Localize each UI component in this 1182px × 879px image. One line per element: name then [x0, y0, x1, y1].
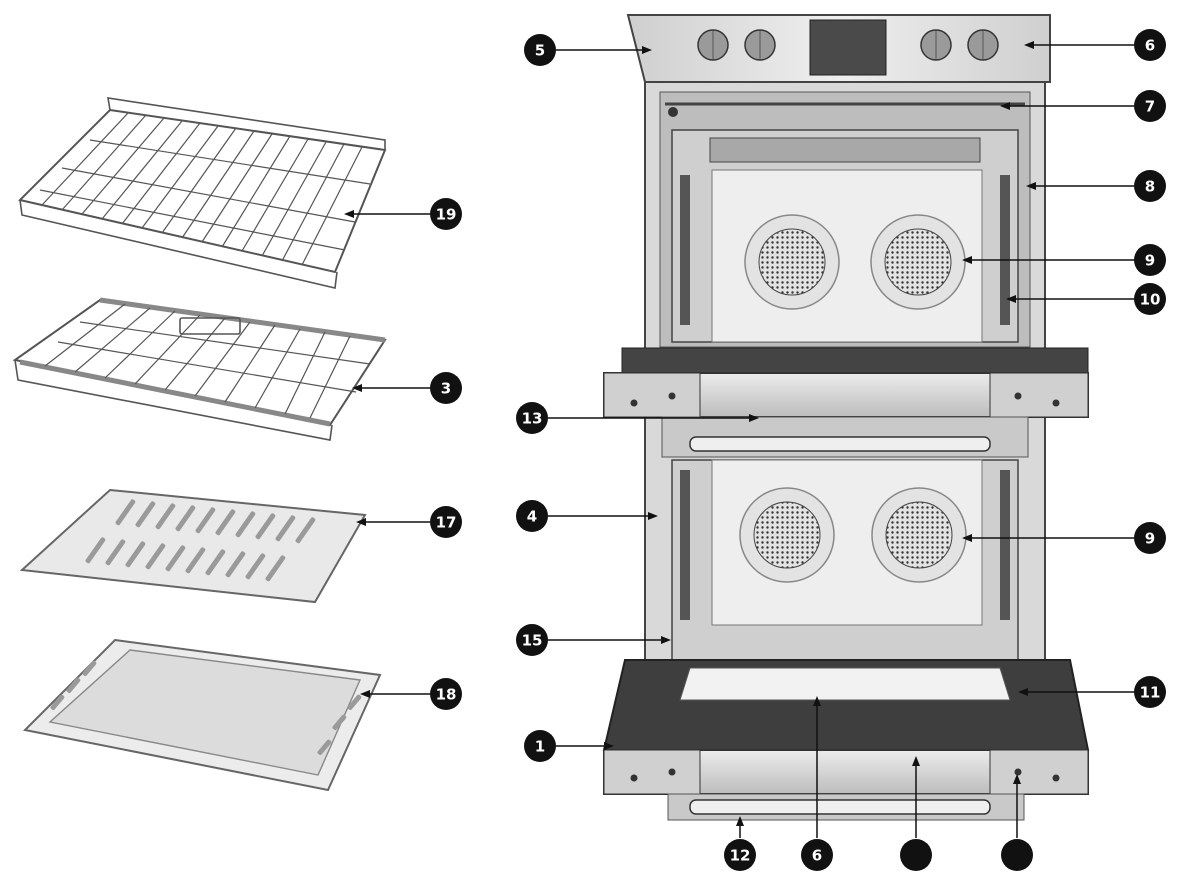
- svg-text:13: 13: [522, 410, 543, 428]
- broil-pan-illustration: [22, 638, 382, 792]
- lower-convection-fan: [739, 487, 967, 583]
- svg-text:9: 9: [1145, 252, 1155, 270]
- callout-badge-7: 7: [1134, 90, 1166, 122]
- callout-arrow-19: [344, 210, 354, 218]
- svg-text:7: 7: [1145, 98, 1155, 116]
- telescopic-rack-illustration: [12, 297, 387, 441]
- svg-text:18: 18: [436, 686, 457, 704]
- lower-door-glass: [679, 667, 1011, 701]
- upper-convection-fan: [744, 214, 966, 310]
- callout-badge-blank-2: [1001, 839, 1033, 871]
- upper-door-handle: [689, 436, 991, 452]
- callout-badge-3: 3: [430, 372, 462, 404]
- callout-badge-13: 13: [516, 402, 548, 434]
- callout-badge-6: 6: [1134, 29, 1166, 61]
- svg-text:10: 10: [1140, 291, 1161, 309]
- svg-text:19: 19: [436, 206, 457, 224]
- callout-badge-9-lower: 9: [1134, 522, 1166, 554]
- callout-badges: 5 6 7 8 9 10 13 4 9 15 11 1 12 6 19 3 17…: [430, 29, 1166, 871]
- callout-arrow-17: [356, 518, 366, 526]
- double-wall-oven-illustration: [602, 14, 1090, 821]
- svg-text:8: 8: [1145, 178, 1155, 196]
- svg-text:9: 9: [1145, 530, 1155, 548]
- callout-badge-17: 17: [430, 506, 462, 538]
- svg-text:1: 1: [535, 738, 545, 756]
- oven-callout-leaders: [548, 44, 1134, 838]
- svg-text:5: 5: [535, 42, 545, 60]
- callout-badge-1: 1: [524, 730, 556, 762]
- callout-badge-4: 4: [516, 500, 548, 532]
- svg-text:3: 3: [441, 380, 451, 398]
- callout-badge-9-upper: 9: [1134, 244, 1166, 276]
- svg-text:4: 4: [527, 508, 537, 526]
- broil-pan-insert-illustration: [19, 488, 367, 604]
- callout-badge-15: 15: [516, 624, 548, 656]
- callout-arrow-18: [360, 690, 370, 698]
- callout-badge-6-bottom: 6: [801, 839, 833, 871]
- callout-badge-10: 10: [1134, 283, 1166, 315]
- oven-callout-arrows: [604, 41, 1036, 826]
- callout-badge-8: 8: [1134, 170, 1166, 202]
- svg-text:6: 6: [812, 847, 822, 865]
- svg-text:6: 6: [1145, 37, 1155, 55]
- svg-text:11: 11: [1140, 684, 1161, 702]
- callout-arrow-3: [352, 384, 362, 392]
- callout-badge-blank-1: [900, 839, 932, 871]
- callout-badge-11: 11: [1134, 676, 1166, 708]
- upper-broil-element: [709, 137, 981, 163]
- lower-door-handle: [689, 799, 991, 815]
- svg-text:17: 17: [436, 514, 457, 532]
- svg-text:12: 12: [730, 847, 751, 865]
- callout-badge-5: 5: [524, 34, 556, 66]
- control-display: [809, 19, 887, 76]
- callout-badge-18: 18: [430, 678, 462, 710]
- callout-badge-12: 12: [724, 839, 756, 871]
- callout-badge-19: 19: [430, 198, 462, 230]
- svg-text:15: 15: [522, 632, 543, 650]
- wire-rack-illustration: [18, 97, 387, 289]
